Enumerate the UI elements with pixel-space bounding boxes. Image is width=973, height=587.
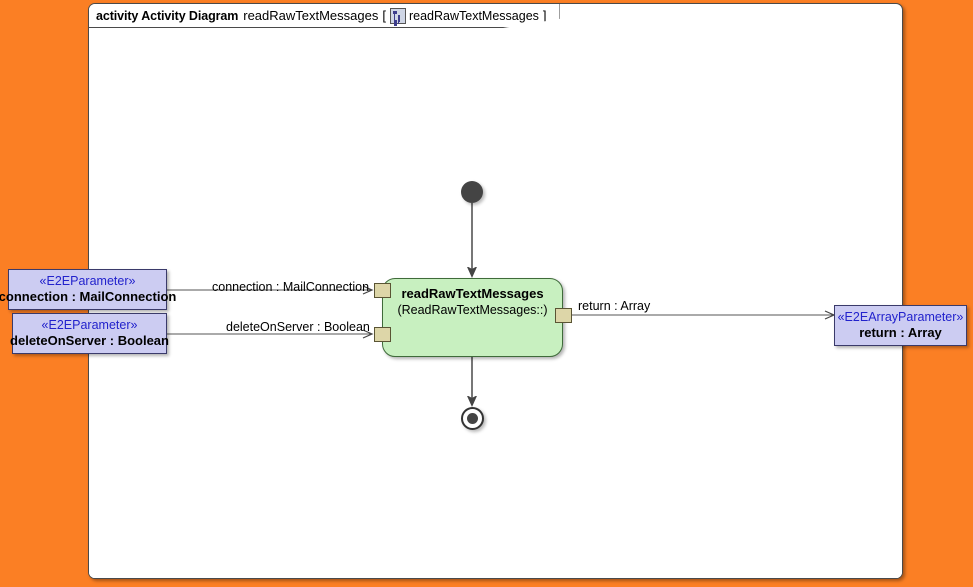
parameter-name: deleteOnServer : Boolean [10, 333, 169, 348]
parameter-node-return[interactable]: «E2EArrayParameter» return : Array [834, 305, 967, 346]
parameter-stereotype: «E2EArrayParameter» [837, 310, 964, 324]
frame-header-tab[interactable]: activity Activity Diagram readRawTextMes… [89, 4, 560, 28]
initial-node[interactable] [461, 181, 483, 203]
activity-node-title: readRawTextMessages [401, 286, 544, 301]
activity-node-qualified-name: (ReadRawTextMessages::) [397, 303, 548, 317]
input-pin-deleteonserver[interactable] [374, 327, 391, 342]
input-pin-connection[interactable] [374, 283, 391, 298]
activity-node-readrawtextmessages[interactable]: readRawTextMessages (ReadRawTextMessages… [382, 278, 563, 357]
parameter-node-deleteonserver[interactable]: «E2EParameter» deleteOnServer : Boolean [10, 313, 169, 354]
bracket-close: ] [542, 8, 547, 23]
output-pin-return[interactable] [555, 308, 572, 323]
bracket-open: [ [382, 8, 386, 23]
parameter-stereotype: «E2EParameter» [41, 318, 138, 332]
edge-label-return: return : Array [578, 299, 651, 313]
parameter-name: return : Array [859, 325, 942, 340]
frame-element-name: readRawTextMessages [408, 8, 539, 23]
parameter-stereotype: «E2EParameter» [39, 274, 136, 288]
edge-label-deleteonserver: deleteOnServer : Boolean [226, 320, 370, 334]
frame-diagram-name: readRawTextMessages [243, 8, 379, 23]
activity-final-node[interactable] [461, 407, 484, 430]
activity-diagram-icon [389, 7, 406, 24]
edge-label-connection: connection : MailConnection [212, 280, 370, 294]
parameter-node-connection[interactable]: «E2EParameter» connection : MailConnecti… [0, 269, 176, 310]
parameter-name: connection : MailConnection [0, 289, 177, 304]
frame-keyword: activity Activity Diagram [96, 8, 239, 23]
